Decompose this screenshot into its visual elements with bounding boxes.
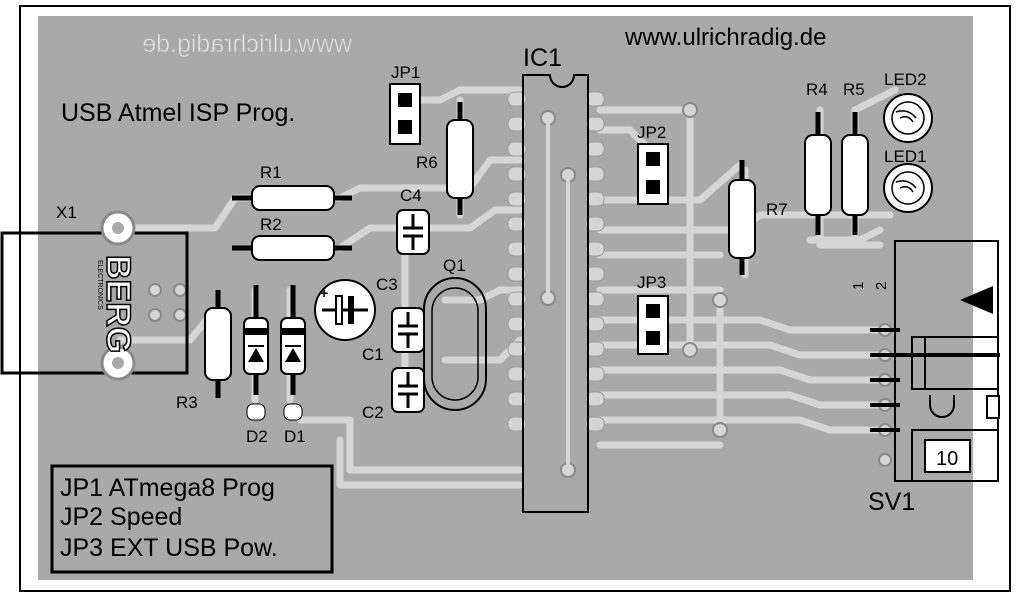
led1[interactable] (883, 163, 933, 213)
sv1-pin1-label: 1 (850, 282, 867, 290)
label-r7: R7 (766, 200, 788, 219)
label-r4: R4 (806, 80, 828, 99)
capacitor-c3[interactable]: + (314, 279, 376, 341)
board-title: USB Atmel ISP Prog. (61, 99, 295, 127)
label-jp3: JP3 (637, 273, 666, 292)
sv1-pin2-label: 2 (873, 282, 890, 290)
label-ic1: IC1 (523, 44, 562, 72)
berg-logo-icon: BERG ELECTRONICS (96, 254, 138, 354)
berg-logo-subtext: ELECTRONICS (96, 260, 103, 310)
label-c2: C2 (362, 403, 384, 422)
jumper-jp2[interactable] (637, 143, 669, 205)
capacitor-c1[interactable] (391, 307, 425, 353)
board-url: www.ulrichradig.de (624, 24, 826, 51)
svg-text:+: + (320, 285, 328, 301)
resistor-r2[interactable] (232, 235, 352, 261)
berg-logo-text: BERG (99, 255, 137, 353)
label-d2: D2 (246, 427, 268, 446)
ic1-pads (507, 91, 605, 432)
label-c1: C1 (362, 345, 384, 364)
label-q1: Q1 (443, 256, 466, 275)
legend-line-2: JP2 Speed (60, 503, 182, 531)
resistor-r4[interactable] (804, 112, 832, 235)
jumper-jp1[interactable] (389, 83, 421, 145)
capacitor-c4[interactable] (396, 209, 430, 255)
label-x1: X1 (56, 203, 77, 222)
label-jp1: JP1 (391, 63, 420, 82)
resistor-r7[interactable] (728, 160, 756, 275)
label-c4: C4 (400, 186, 422, 205)
label-r5: R5 (843, 80, 865, 99)
capacitor-c2[interactable] (391, 367, 425, 413)
legend-line-3: JP3 EXT USB Pow. (60, 534, 278, 562)
resistor-r1[interactable] (232, 185, 352, 211)
diode-d1[interactable] (280, 285, 306, 421)
legend-box: JP1 ATmega8 Prog JP2 Speed JP3 EXT USB P… (50, 464, 334, 574)
usb-connector-x1[interactable]: BERG ELECTRONICS (0, 210, 189, 381)
sv1-pin10-label: 10 (936, 448, 958, 470)
mirrored-url: www.ulrichradig.de (142, 30, 353, 58)
label-r3: R3 (176, 393, 198, 412)
resistor-r5[interactable] (841, 112, 869, 235)
label-sv1: SV1 (868, 488, 915, 516)
resistor-r6[interactable] (446, 102, 474, 215)
label-d1: D1 (284, 427, 306, 446)
led2[interactable] (883, 93, 933, 143)
label-r6: R6 (416, 153, 438, 172)
diode-d2[interactable] (243, 285, 269, 421)
label-c3: C3 (376, 275, 398, 294)
label-r1: R1 (260, 163, 282, 182)
ic1[interactable] (522, 74, 589, 513)
legend-line-1: JP1 ATmega8 Prog (60, 474, 275, 502)
label-led2: LED2 (884, 70, 927, 89)
header-sv1[interactable]: 10 1 2 (850, 240, 1000, 482)
jumper-jp3[interactable] (637, 295, 669, 355)
label-jp2: JP2 (637, 123, 666, 142)
label-r2: R2 (260, 215, 282, 234)
label-led1: LED1 (884, 147, 927, 166)
crystal-q1[interactable] (423, 277, 487, 411)
resistor-r3[interactable] (204, 290, 232, 398)
